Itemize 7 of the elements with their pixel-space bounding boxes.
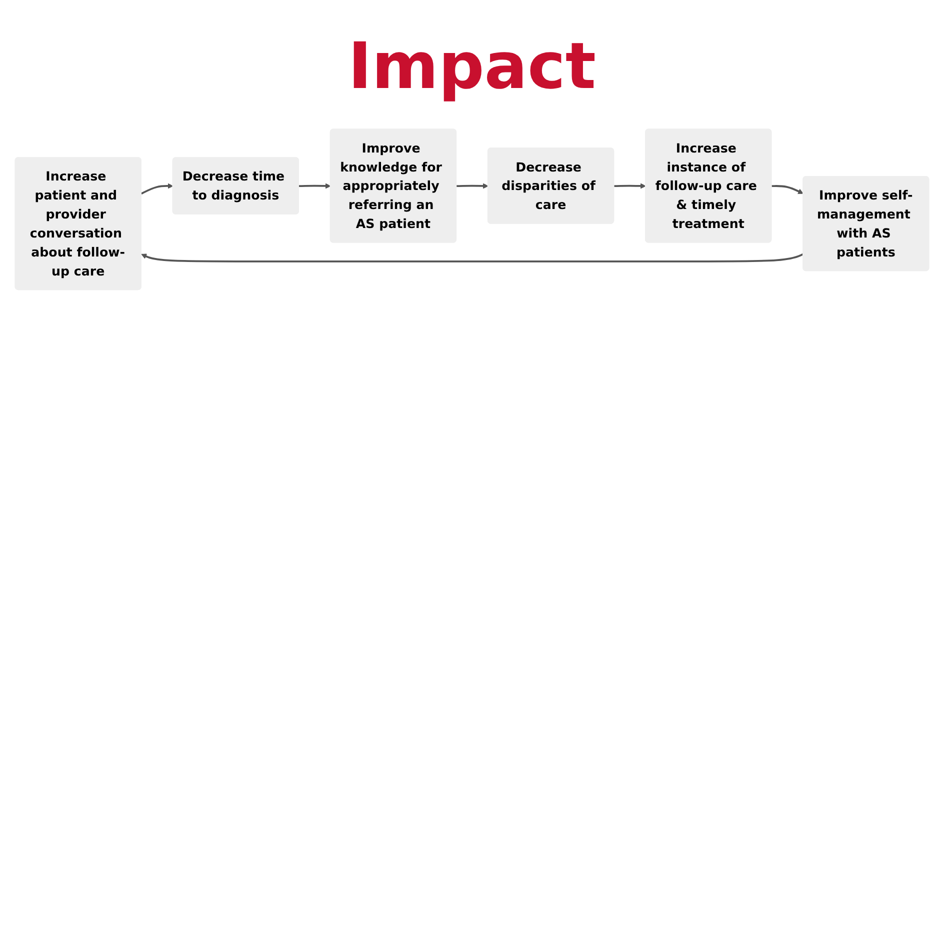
arrow (141, 253, 804, 262)
arrow (456, 183, 488, 189)
arrow (614, 183, 646, 189)
arrow (772, 185, 804, 194)
arrow (298, 183, 331, 189)
title: Impact (346, 30, 598, 104)
arrow (141, 183, 174, 194)
